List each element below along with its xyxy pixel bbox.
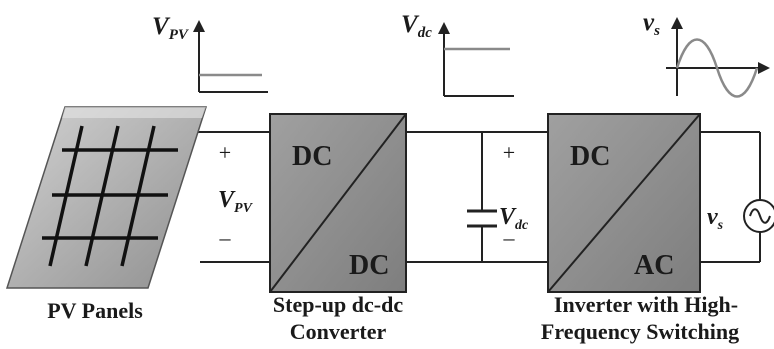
pv-cell-grid bbox=[42, 125, 178, 267]
inverter-caption-line1: Inverter with High- bbox=[554, 292, 738, 317]
inverter-block: DC AC Inverter with High- Frequency Swit… bbox=[541, 113, 739, 344]
dcdc-converter-block: DC DC Step-up dc-dc Converter bbox=[269, 113, 407, 344]
vs-waveform: vs bbox=[643, 9, 770, 98]
vs-waveform-label: vs bbox=[643, 9, 660, 39]
circuit-wires bbox=[190, 131, 761, 263]
grid-voltage-label: vs bbox=[707, 204, 724, 233]
grid-ac-source: vs bbox=[707, 199, 774, 233]
pv-minus-sign: – bbox=[219, 225, 232, 250]
dc-link-minus-sign: – bbox=[503, 225, 516, 250]
vpv-waveform: VPV bbox=[152, 13, 268, 93]
dcdc-output-label: DC bbox=[349, 250, 389, 281]
dc-link-capacitor: + – Vdc bbox=[467, 140, 529, 250]
dcdc-caption-line2: Converter bbox=[290, 319, 387, 344]
pv-plus-sign: + bbox=[219, 140, 231, 165]
inverter-output-label: AC bbox=[634, 250, 674, 281]
pv-voltage-label: VPV bbox=[218, 187, 254, 216]
dcdc-input-label: DC bbox=[292, 141, 332, 172]
vdc-waveform-label: Vdc bbox=[401, 11, 432, 41]
inverter-caption-line2: Frequency Switching bbox=[541, 319, 739, 344]
dcdc-caption-line1: Step-up dc-dc bbox=[273, 292, 403, 317]
pv-link-voltage: + – VPV bbox=[218, 140, 254, 250]
vdc-waveform: Vdc bbox=[401, 11, 514, 97]
pv-panels-label: PV Panels bbox=[47, 298, 143, 323]
inverter-input-label: DC bbox=[570, 141, 610, 172]
pv-panel: PV Panels bbox=[5, 106, 208, 323]
dc-link-plus-sign: + bbox=[503, 140, 515, 165]
vpv-waveform-label: VPV bbox=[152, 13, 190, 43]
dc-link-voltage-label: Vdc bbox=[499, 204, 529, 233]
